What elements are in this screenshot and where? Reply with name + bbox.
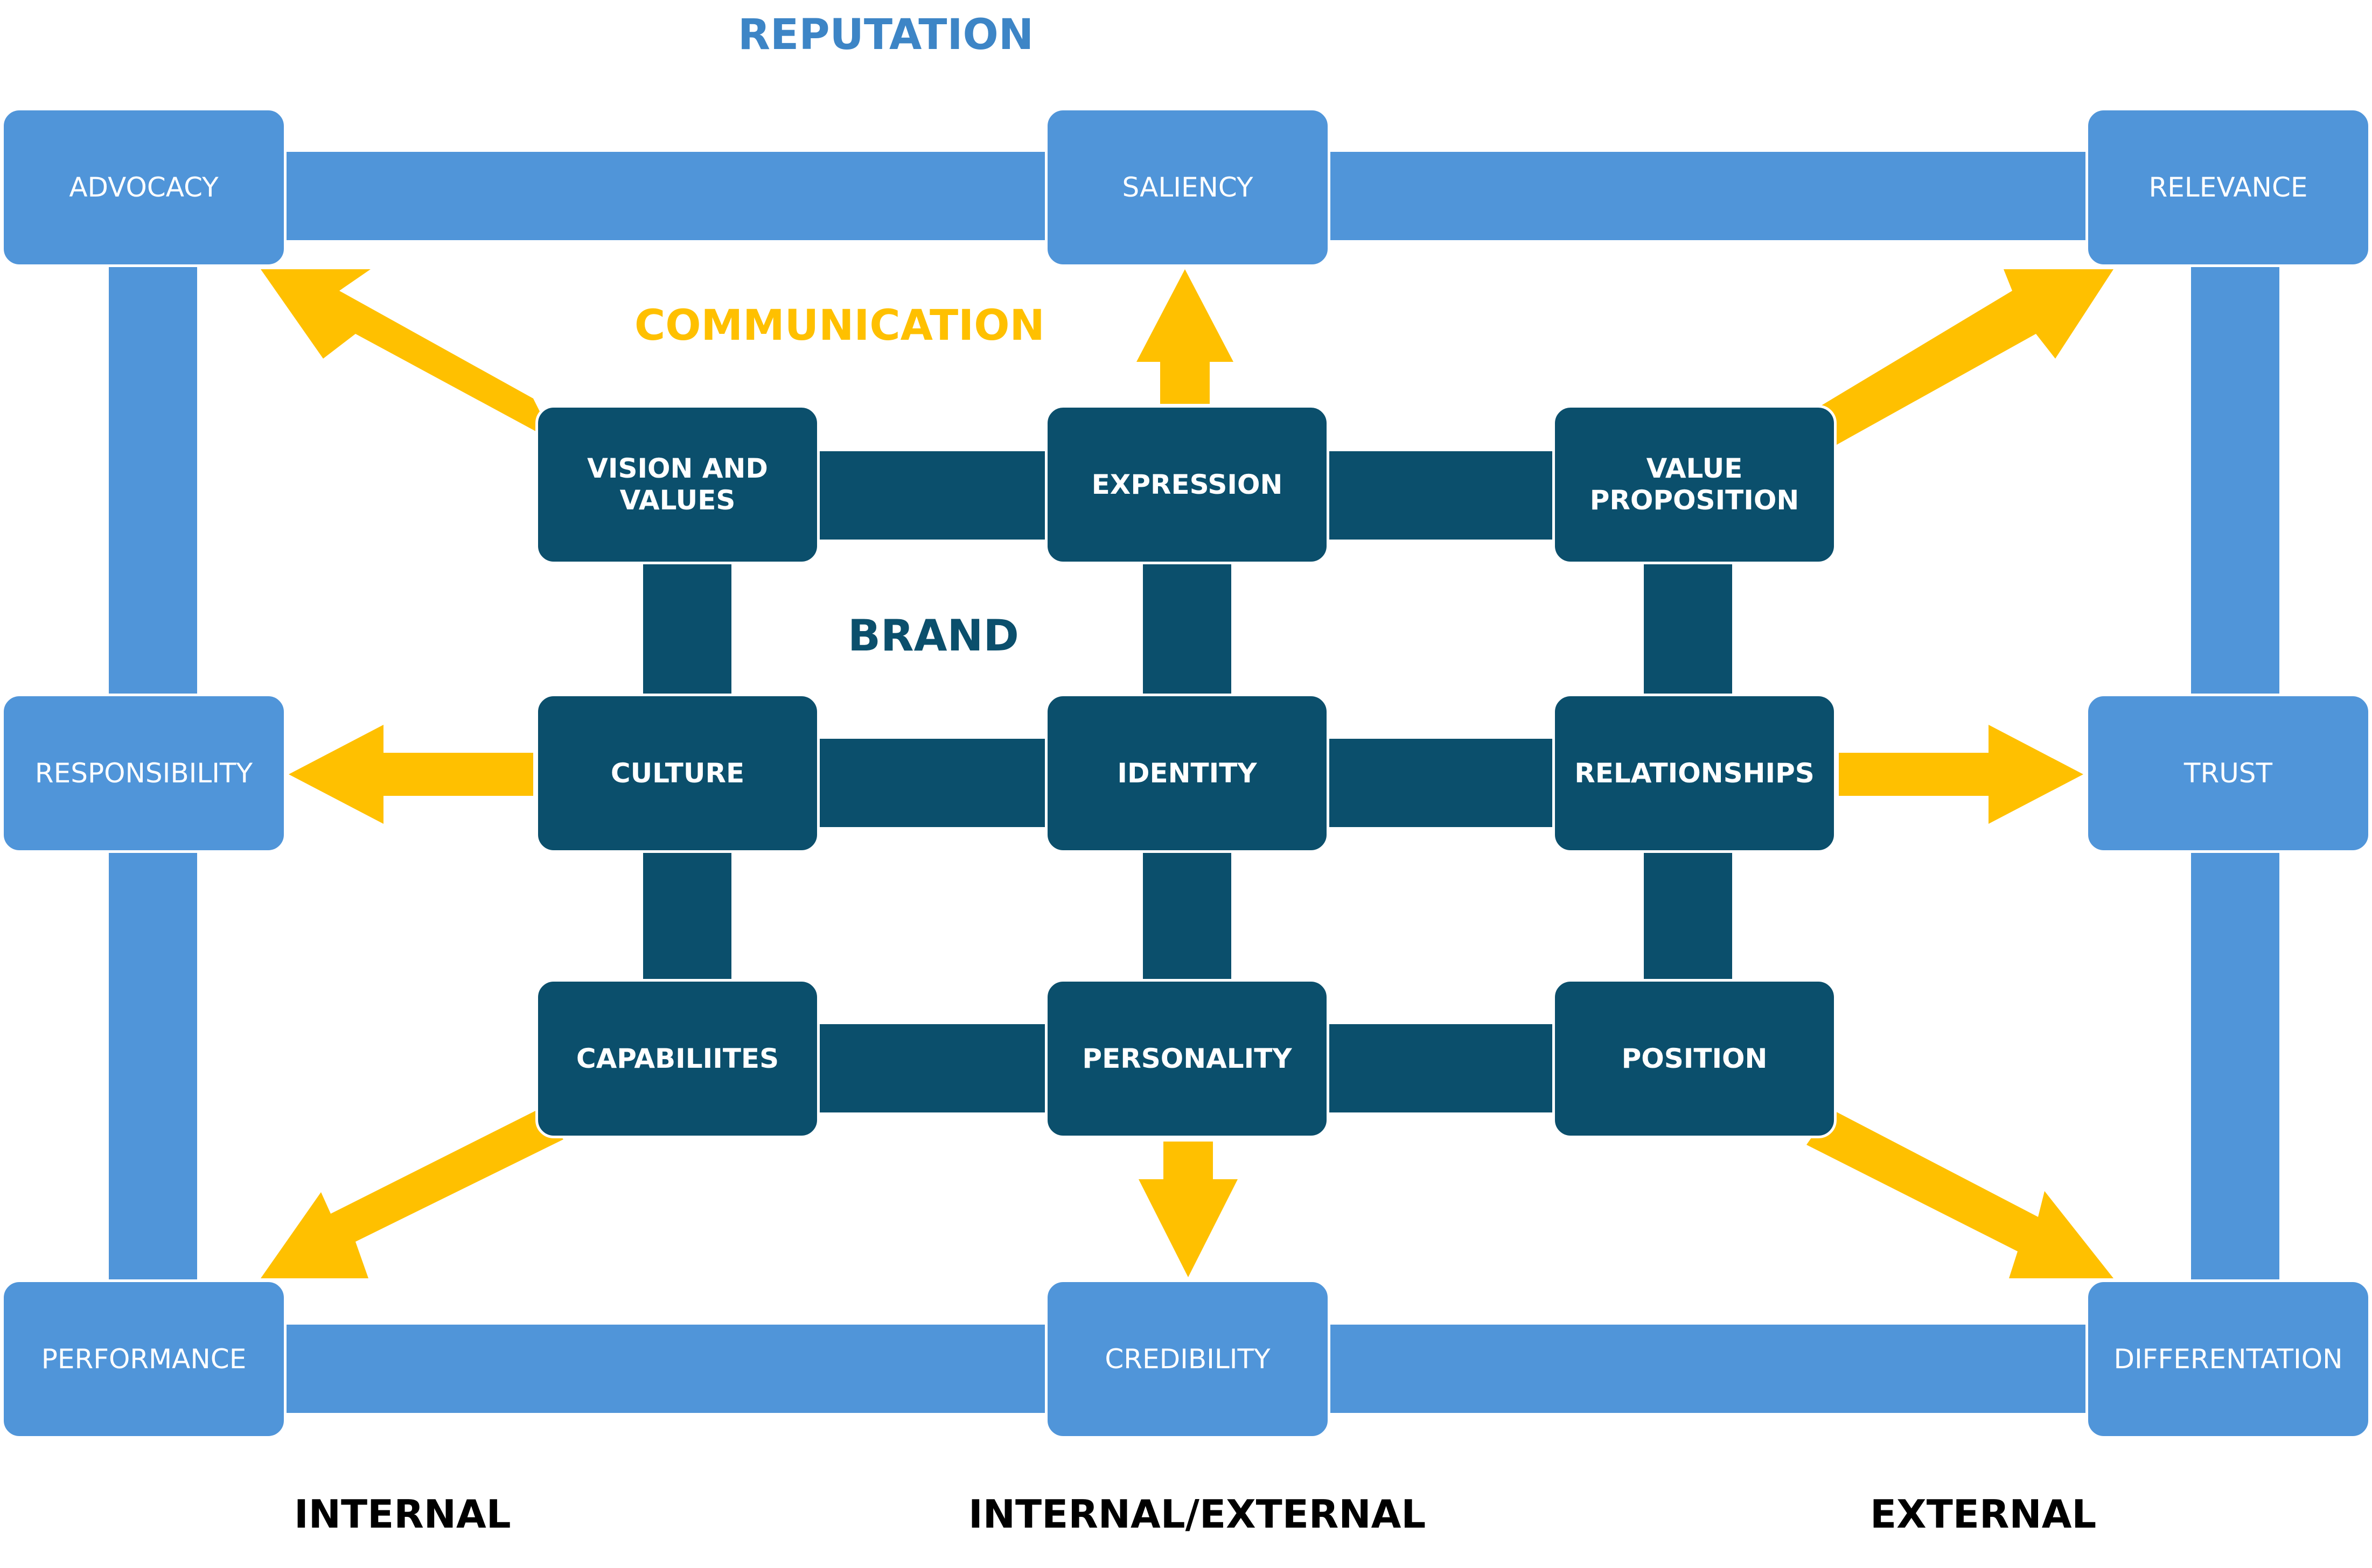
arrow-to-relevance	[1815, 269, 2113, 445]
node-personality: PERSONALITY	[1045, 979, 1329, 1138]
arrow-to-responsibility	[289, 725, 533, 824]
node-credibility: CREDIBILITY	[1045, 1279, 1330, 1439]
node-performance: PERFORMANCE	[1, 1279, 287, 1439]
connector-expression-valueprop	[1325, 451, 1562, 540]
arrow-to-credibility-shaft	[1163, 1142, 1213, 1182]
arrow-to-differentation	[1806, 1109, 2113, 1278]
arrow-to-credibility-head	[1139, 1179, 1238, 1277]
heading-communication: COMMUNICATION	[634, 302, 1045, 350]
connector-saliency-relevance	[1325, 152, 2095, 240]
node-value-proposition: VALUE PROPOSITION	[1552, 405, 1837, 564]
node-capabilities: CAPABILIITES	[535, 979, 820, 1138]
connector-advocacy-saliency	[280, 152, 1050, 240]
node-culture: CULTURE	[535, 694, 820, 853]
arrow-to-saliency-shaft	[1160, 360, 1210, 404]
footer-internal: INTERNAL	[294, 1492, 511, 1537]
connector-capabilities-personality	[813, 1024, 1050, 1112]
node-saliency: SALIENCY	[1045, 108, 1330, 267]
node-relationships: RELATIONSHIPS	[1552, 694, 1837, 853]
connector-personality-position	[1325, 1024, 1562, 1112]
connector-culture-identity	[813, 739, 1050, 827]
connector-relevance-trust	[2191, 258, 2279, 705]
node-responsibility: RESPONSIBILITY	[1, 694, 287, 853]
connector-identity-relationships	[1325, 739, 1562, 827]
arrow-to-performance	[261, 1109, 563, 1278]
connector-culture-capabilities	[643, 850, 731, 990]
node-identity: IDENTITY	[1045, 694, 1329, 853]
connector-expression-identity	[1143, 560, 1231, 700]
connector-performance-credibility	[280, 1325, 1050, 1413]
node-trust: TRUST	[2085, 694, 2371, 853]
connector-vision-culture	[643, 560, 731, 700]
connector-identity-personality	[1143, 850, 1231, 990]
connector-responsibility-performance	[109, 845, 197, 1292]
arrow-to-advocacy	[261, 269, 555, 442]
connector-trust-differentation	[2191, 845, 2279, 1292]
connector-vision-expression	[813, 451, 1050, 540]
node-expression: EXPRESSION	[1045, 405, 1329, 564]
node-position: POSITION	[1552, 979, 1837, 1138]
heading-brand: BRAND	[848, 611, 1019, 661]
heading-reputation: REPUTATION	[738, 11, 1034, 59]
arrow-to-trust	[1839, 725, 2083, 824]
node-relevance: RELEVANCE	[2085, 108, 2371, 267]
footer-internal-external: INTERNAL/EXTERNAL	[968, 1492, 1426, 1537]
node-vision-and-values: VISION AND VALUES	[535, 405, 820, 564]
node-advocacy: ADVOCACY	[1, 108, 287, 267]
node-differentation: DIFFERENTATION	[2085, 1279, 2371, 1439]
connector-credibility-differentation	[1325, 1325, 2095, 1413]
connector-advocacy-responsibility	[109, 258, 197, 705]
connector-relationships-position	[1644, 850, 1732, 990]
footer-external: EXTERNAL	[1870, 1492, 2097, 1537]
arrow-to-saliency-head	[1136, 269, 1233, 362]
connector-valueprop-relationships	[1644, 560, 1732, 700]
